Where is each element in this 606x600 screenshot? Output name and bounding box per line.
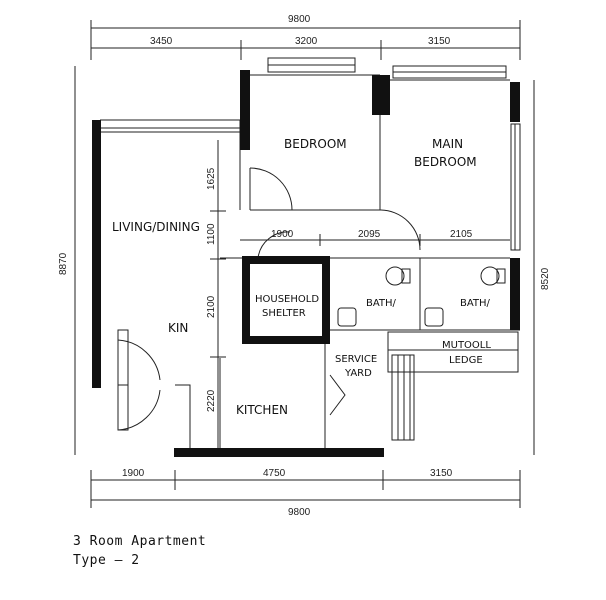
ledge-outline <box>387 331 519 373</box>
room-kitchen: KITCHEN <box>236 403 288 417</box>
room-service-line1: SERVICE <box>335 354 377 365</box>
top-total-dim: 9800 <box>288 14 311 25</box>
bedroom-right-wall <box>372 75 381 115</box>
floor-plan: 9800 3450 3200 3150 1900 4750 3150 9800 … <box>58 14 551 518</box>
left-seg-dim-3: 2100 <box>206 295 217 318</box>
entrance-door-swing <box>117 339 161 381</box>
bottom-wall <box>174 448 384 457</box>
toilet-tank-1 <box>401 268 411 284</box>
room-service-line2: YARD <box>344 368 372 379</box>
room-bath-1: BATH/ <box>366 298 397 309</box>
inner-dim-2: 2095 <box>358 229 381 240</box>
left-seg-dim-1: 1625 <box>206 167 217 190</box>
entrance-door-swing-2 <box>117 389 161 431</box>
top-dim-2: 3200 <box>295 36 318 47</box>
shelter-door-swing <box>257 231 291 259</box>
living-top-wall <box>100 119 241 210</box>
room-household-line2: SHELTER <box>262 308 306 319</box>
room-kin: KIN <box>168 321 188 335</box>
bedroom-door-swing <box>249 167 293 211</box>
inner-dim-3: 2105 <box>450 229 473 240</box>
inner-dim-1: 1900 <box>271 229 294 240</box>
plan-title: 3 Room Apartment <box>73 534 207 549</box>
right-total-dim: 8520 <box>540 267 551 290</box>
main-bedroom-door-swing <box>379 209 421 251</box>
basin-2 <box>424 307 444 327</box>
entrance-door-leaf-2 <box>117 384 129 431</box>
room-main-bedroom-line1: MAIN <box>432 137 463 151</box>
entry-recess <box>175 384 191 450</box>
room-ledge-line2: LEDGE <box>449 355 483 366</box>
room-living-dining: LIVING/DINING <box>112 220 200 234</box>
left-seg-dim-4: 2220 <box>206 389 217 412</box>
top-dim-1: 3450 <box>150 36 173 47</box>
main-bedroom-right-wall <box>510 82 520 122</box>
bath-left-wall <box>322 258 330 330</box>
bottom-total-dim: 9800 <box>288 507 311 518</box>
room-ledge-line1: MUTOOLL <box>442 340 491 351</box>
toilet-2 <box>480 266 500 286</box>
left-seg-dim-2: 1100 <box>206 223 217 245</box>
room-household-line1: HOUSEHOLD <box>255 294 319 305</box>
bottom-dim-1: 1900 <box>122 468 145 479</box>
toilet-1 <box>385 266 405 286</box>
room-bath-2: BATH/ <box>460 298 491 309</box>
left-total-dim: 8870 <box>58 252 69 275</box>
bottom-dim-2: 4750 <box>263 468 286 479</box>
main-bedroom-left-wall <box>381 75 390 115</box>
toilet-tank-2 <box>496 268 506 284</box>
bedroom-left-wall <box>240 70 250 150</box>
plan-type: Type — 2 <box>73 553 140 568</box>
room-main-bedroom-line2: BEDROOM <box>414 155 477 169</box>
basin-1 <box>337 307 357 327</box>
bath-right-wall <box>510 258 520 330</box>
yard-rack <box>391 354 415 441</box>
top-dim-3: 3150 <box>428 36 451 47</box>
living-left-wall <box>92 120 101 388</box>
yard-folding-door <box>329 374 346 416</box>
bottom-dim-3: 3150 <box>430 468 453 479</box>
room-bedroom: BEDROOM <box>284 137 347 151</box>
entrance-door-leaf <box>117 329 129 386</box>
